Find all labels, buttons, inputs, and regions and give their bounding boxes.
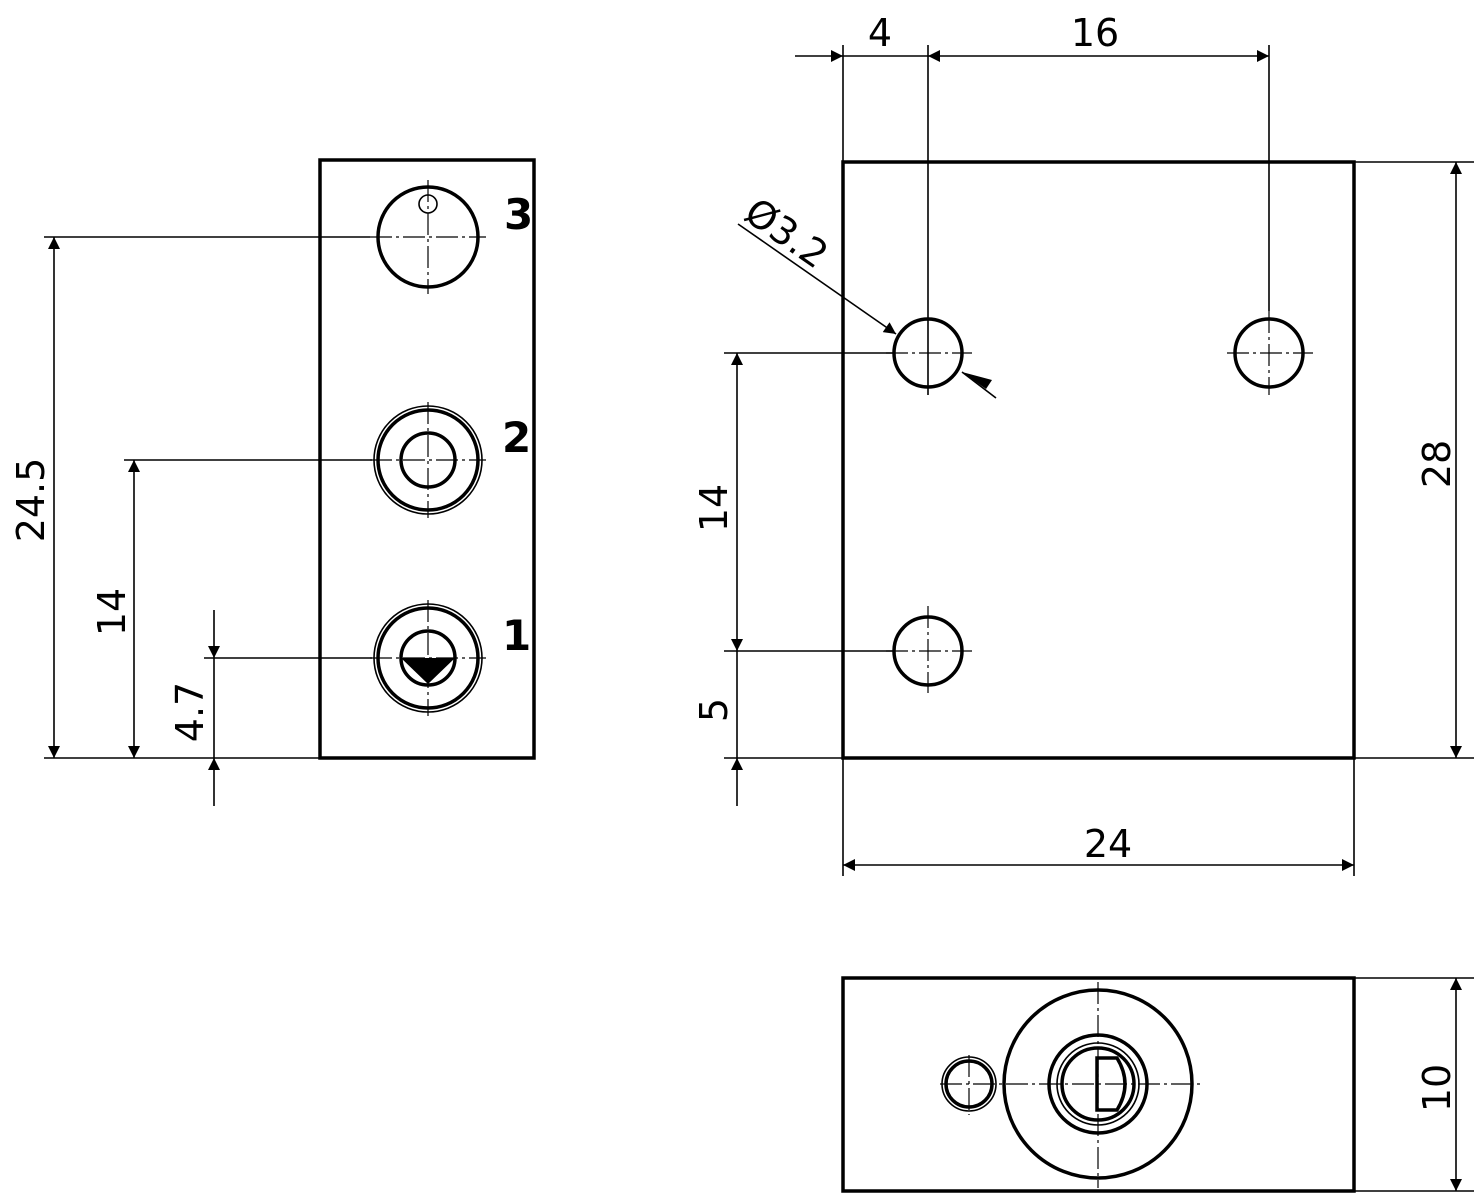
dim-16-text: 16: [1071, 11, 1119, 55]
bottom-port-valve: [1095, 1056, 1127, 1112]
port-1-label: 1: [502, 611, 531, 660]
dim-24-5-text: 24.5: [9, 458, 53, 543]
port-2: 2: [370, 402, 531, 518]
bottom-view: 10: [841, 976, 1474, 1193]
dim-4-text: 4: [868, 11, 892, 55]
dim-24-text: 24: [1084, 822, 1132, 866]
bottom-view-body: [841, 976, 1356, 1193]
port-2-label: 2: [502, 413, 531, 462]
dim-14-text: 14: [90, 588, 134, 636]
dim-5-text: 5: [692, 698, 736, 722]
front-view: 4 16 Ø3.2 14 5 28 24: [692, 11, 1474, 876]
port-3: 3: [370, 180, 533, 294]
dim-10-text: 10: [1415, 1064, 1459, 1112]
dim-28-text: 28: [1415, 440, 1459, 488]
dim-diameter-text: Ø3.2: [737, 189, 836, 277]
dim-4-7-text: 4.7: [168, 682, 212, 742]
side-view-body: [318, 158, 536, 760]
front-view-body: [841, 160, 1356, 760]
port-1: 1: [370, 600, 531, 716]
side-view: 3 2 1 24.5 14: [9, 158, 536, 806]
dim-14-front-text: 14: [692, 484, 736, 532]
port-3-label: 3: [504, 190, 533, 239]
